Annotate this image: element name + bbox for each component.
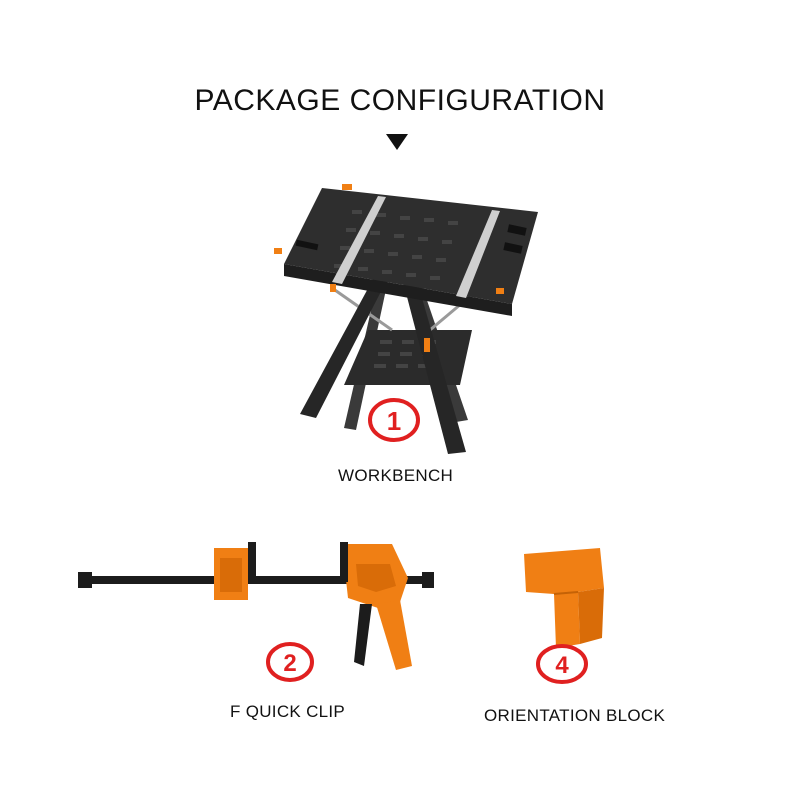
workbench-label: WORKBENCH xyxy=(338,466,454,485)
page-title: PACKAGE CONFIGURATION xyxy=(194,84,606,117)
workbench-image: 1 xyxy=(274,184,538,454)
down-arrow-icon xyxy=(386,134,408,150)
f-quick-clip-label: F QUICK CLIP xyxy=(230,702,346,721)
orientation-block-label: ORIENTATION BLOCK xyxy=(484,706,666,725)
f-quick-clip-image: 2 xyxy=(78,542,434,682)
orientation-block-image: 4 xyxy=(524,548,604,684)
badge-number: 2 xyxy=(283,650,296,677)
badge-number: 1 xyxy=(387,406,401,436)
badge-number: 4 xyxy=(555,652,569,679)
